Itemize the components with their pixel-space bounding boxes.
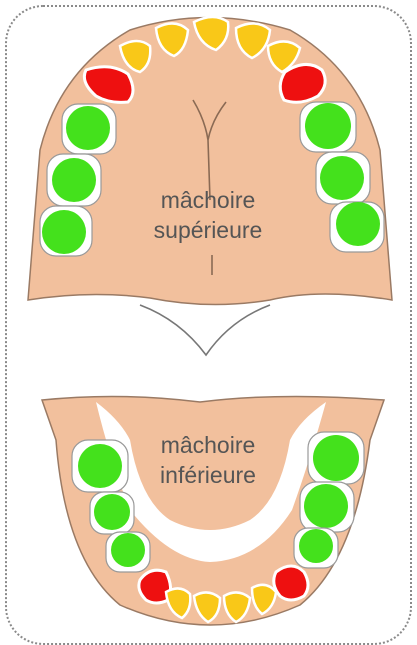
tooth-lower-molar-6-mark [299, 529, 333, 563]
upper-jaw-label-line1: mâchoire [118, 185, 298, 215]
tooth-lower-molar-4-mark [313, 435, 359, 481]
tooth-upper-molar-2-mark [52, 158, 96, 202]
tooth-upper-molar-5-mark [320, 156, 364, 200]
upper-jaw-label: mâchoire supérieure [118, 185, 298, 245]
tooth-upper-molar-6-mark [336, 202, 380, 246]
tooth-upper-molar-4-mark [305, 103, 351, 149]
tongue-outline [140, 305, 270, 355]
lower-jaw-label-line1: mâchoire [118, 430, 298, 460]
tooth-lower-molar-3-mark [111, 533, 145, 567]
lower-jaw-label-line2: inférieure [118, 460, 298, 490]
tooth-lower-molar-5-mark [304, 484, 348, 528]
upper-jaw-label-line2: supérieure [118, 215, 298, 245]
lower-jaw-label: mâchoire inférieure [118, 430, 298, 490]
tooth-lower-molar-2-mark [94, 494, 130, 530]
tooth-lower-canine-right[interactable] [274, 566, 308, 600]
tooth-upper-molar-3-mark [42, 210, 86, 254]
tooth-upper-molar-1-mark [66, 106, 110, 150]
tooth-lower-molar-1-mark [78, 444, 122, 488]
